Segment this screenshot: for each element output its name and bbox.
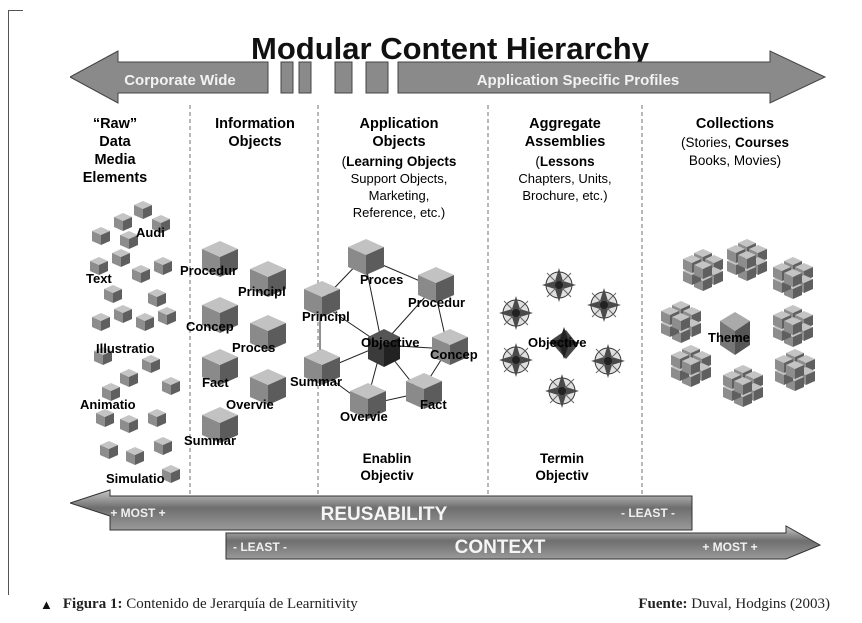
terminal-line: Termin — [540, 451, 584, 466]
app-subtitle-line: Support Objects, — [351, 171, 448, 186]
agg-header-line: Assemblies — [525, 134, 606, 150]
info-label-process: Proces — [232, 340, 275, 355]
svg-text:(Learning Objects: (Learning Objects — [342, 154, 457, 169]
collection-center-theme: Theme — [708, 330, 750, 345]
info-header-line: Information — [215, 116, 295, 132]
app-subtitle-line: Marketing, — [369, 188, 430, 203]
raw-header-line: Elements — [83, 170, 147, 186]
header-information-objects: Information Objects — [215, 116, 295, 150]
modular-content-hierarchy-diagram: Modular Content Hierarchy Corporate Wide… — [70, 31, 827, 560]
figure-text: Contenido de Jerarquía de Learnitivity — [126, 596, 358, 612]
context-arrow: CONTEXT - LEAST - + MOST + — [225, 525, 822, 560]
raw-label-animation: Animatio — [80, 397, 136, 412]
scope-double-arrow: Corporate Wide Application Specific Prof… — [70, 50, 827, 104]
header-raw-data: “Raw” Data Media Elements — [83, 116, 147, 186]
triangle-bullet-icon: ▲ — [40, 596, 53, 612]
figure-label-text: Figura 1: Contenido de Jerarquía de Lear… — [63, 596, 358, 613]
source-label: Fuente: — [638, 596, 688, 612]
app-center-objective: Objective — [361, 335, 420, 350]
app-node-procedure: Procedur — [408, 295, 465, 310]
courses-label: Courses — [735, 135, 789, 150]
reusability-arrow: REUSABILITY + MOST + - LEAST - — [70, 489, 693, 531]
agg-header-line: Aggregate — [529, 116, 601, 132]
enabling-line: Enablin — [363, 451, 412, 466]
raw-header-line: Data — [99, 134, 131, 150]
raw-data-labels: Audi Text Illustratio Animatio Simulatio — [80, 225, 165, 486]
app-node-concept: Concep — [430, 347, 478, 362]
application-specific-label: Application Specific Profiles — [477, 72, 680, 89]
raw-label-text: Text — [86, 271, 112, 286]
context-most: + MOST + — [702, 540, 757, 554]
header-application-objects: Application Objects (Learning Objects Su… — [342, 116, 457, 220]
reusability-label: REUSABILITY — [321, 504, 448, 525]
terminal-objective-footer: Termin Objectiv — [535, 451, 589, 483]
app-subtitle-line: Reference, etc.) — [353, 205, 446, 220]
information-object-labels: Procedur Principl Concep Proces Fact Ove… — [180, 263, 286, 448]
enabling-objective-footer: Enablin Objectiv — [360, 451, 414, 483]
info-label-concept: Concep — [186, 319, 234, 334]
enabling-line: Objectiv — [360, 468, 414, 483]
app-header-line: Objects — [372, 134, 425, 150]
app-node-principle: Principl — [302, 309, 350, 324]
info-label-overview: Overvie — [226, 397, 274, 412]
terminal-line: Objectiv — [535, 468, 589, 483]
lessons-label: Lessons — [540, 154, 595, 169]
raw-label-audio: Audi — [136, 225, 165, 240]
app-header-line: Application — [360, 116, 439, 132]
agg-subtitle-line: Chapters, Units, — [518, 171, 611, 186]
context-least: - LEAST - — [233, 540, 287, 554]
application-object-network — [304, 239, 468, 419]
info-label-summary: Summar — [184, 433, 236, 448]
reusability-most: + MOST + — [110, 506, 165, 520]
diagram-title: Modular Content Hierarchy — [251, 31, 650, 66]
app-node-overview: Overvie — [340, 409, 388, 424]
header-aggregate-assemblies: Aggregate Assemblies (Lessons Chapters, … — [518, 116, 611, 203]
learning-objects-label: Learning Objects — [346, 154, 456, 169]
aggregate-center-objective: Objective — [528, 335, 587, 350]
collections-title: Collections — [696, 116, 774, 132]
collections-line2: Books, Movies) — [689, 153, 781, 168]
context-label: CONTEXT — [455, 537, 546, 558]
source-text: Duval, Hodgins (2003) — [691, 596, 830, 612]
column-dividers — [189, 105, 643, 495]
app-node-summary: Summar — [290, 374, 342, 389]
corporate-wide-label: Corporate Wide — [124, 72, 236, 89]
info-label-principle: Principl — [238, 284, 286, 299]
collection-center — [720, 312, 750, 355]
info-label-procedure: Procedur — [180, 263, 237, 278]
info-label-fact: Fact — [202, 375, 229, 390]
aggregate-star-cluster — [498, 267, 626, 409]
collections-prefix: (Stories, — [681, 135, 735, 150]
app-node-fact: Fact — [420, 397, 447, 412]
header-collections: Collections (Stories, Courses Books, Mov… — [681, 116, 789, 168]
raw-label-illustration: Illustratio — [96, 341, 155, 356]
figure-label: Figura 1: — [62, 596, 123, 612]
svg-text:(Stories, Courses: (Stories, Courses — [681, 135, 789, 150]
reusability-least: - LEAST - — [621, 506, 675, 520]
frame-bracket — [8, 10, 23, 595]
figure-caption: ▲ Figura 1: Contenido de Jerarquía de Le… — [40, 596, 830, 618]
application-node-labels: Proces Procedur Concep Fact Overvie Summ… — [290, 272, 478, 424]
info-header-line: Objects — [228, 134, 281, 150]
raw-header-line: “Raw” — [93, 116, 137, 132]
raw-label-simulation: Simulatio — [106, 471, 165, 486]
raw-header-line: Media — [94, 152, 136, 168]
agg-subtitle-line: Brochure, etc.) — [522, 188, 607, 203]
source-text-wrap: Fuente: Duval, Hodgins (2003) — [638, 596, 830, 613]
svg-text:(Lessons: (Lessons — [535, 154, 594, 169]
app-node-process: Proces — [360, 272, 403, 287]
